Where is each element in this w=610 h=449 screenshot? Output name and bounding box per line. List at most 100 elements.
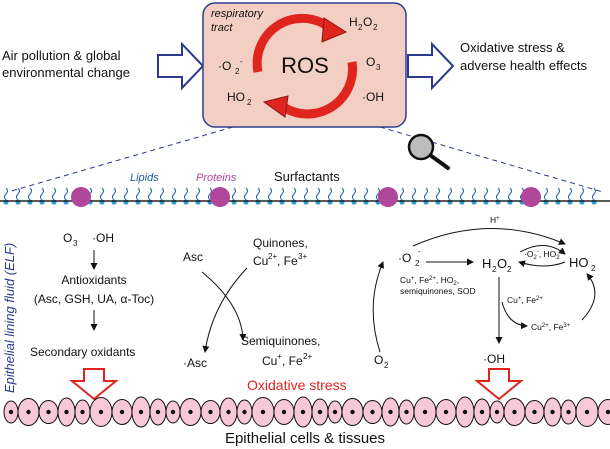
svg-text:O: O <box>63 231 72 245</box>
lipid-head <box>399 199 405 205</box>
cell-nucleus <box>170 409 176 415</box>
lipid-head <box>363 199 369 205</box>
lipid-tail <box>16 187 20 201</box>
lipid-tail <box>556 187 560 201</box>
lipid-tail <box>352 187 356 201</box>
cell-nucleus <box>422 409 428 415</box>
o2-ho2-label: ·O2-, HO2 <box>524 249 560 261</box>
cell-nucleus <box>155 409 161 415</box>
svg-text:Cu2+, Fe3+: Cu2+, Fe3+ <box>531 322 571 332</box>
respiratory-tract-label: respiratory tract <box>211 8 264 34</box>
lipid-tail <box>172 187 176 201</box>
svg-text:2: 2 <box>591 264 596 273</box>
ros-label: ROS <box>281 53 329 78</box>
svg-text:semiquinones, SOD: semiquinones, SOD <box>400 286 476 296</box>
svg-text:2+: 2+ <box>268 252 277 261</box>
lipid-tail <box>580 187 584 201</box>
lipid-head <box>267 199 273 205</box>
cell-nucleus <box>46 409 51 415</box>
zoom-line-left <box>7 126 234 193</box>
left-red-arrow <box>69 368 119 401</box>
elf-side-label: Epithelial lining fluid (ELF) <box>2 243 17 393</box>
lipid-tail <box>40 187 44 201</box>
metal-cycle-arrow <box>581 273 596 321</box>
cu-fe-oxidized-label: Cu2+, Fe3+ <box>531 322 571 332</box>
lipid-head <box>591 199 597 205</box>
lipid-tail <box>64 187 68 201</box>
cell-nucleus <box>188 409 193 415</box>
svg-text:, Fe: , Fe <box>282 354 303 368</box>
cell-nucleus <box>370 409 375 415</box>
lipid-head <box>255 199 261 205</box>
lipid-tail <box>544 187 548 201</box>
lipid-head <box>555 199 561 205</box>
lipid-head <box>495 199 501 205</box>
lipid-tail <box>100 187 104 201</box>
lipid-tail <box>592 187 596 201</box>
cell-nucleus <box>584 409 590 415</box>
lipid-tail <box>376 187 380 201</box>
lipid-head <box>567 199 573 205</box>
svg-text:environmental change: environmental change <box>2 65 130 80</box>
svg-text:H: H <box>482 256 491 271</box>
svg-text:Semiquinones,: Semiquinones, <box>241 334 320 348</box>
cell-nucleus <box>317 409 323 415</box>
lipid-tail <box>448 187 452 201</box>
lipid-tail <box>484 187 488 201</box>
output-arrow <box>407 41 455 91</box>
lipid-head <box>99 199 105 205</box>
lipid-tail <box>256 187 260 201</box>
svg-text:2: 2 <box>358 23 363 32</box>
lipid-head <box>231 199 237 205</box>
svg-text:O: O <box>374 353 383 367</box>
species-oh: ·OH <box>362 90 384 104</box>
h-plus-label: H+ <box>490 215 500 225</box>
lipid-tail <box>232 187 236 201</box>
lipid-head <box>27 199 33 205</box>
lipid-tail <box>568 187 572 201</box>
lipid-tail <box>196 187 200 201</box>
cell-nucleus <box>119 409 125 415</box>
epithelial-label: Epithelial cells & tissues <box>225 430 385 447</box>
svg-text:·O2-, HO2: ·O2-, HO2 <box>524 249 560 261</box>
lipid-tail <box>52 187 56 201</box>
cell-nucleus <box>26 409 31 415</box>
secondary-oxidants-label: Secondary oxidants <box>30 345 135 359</box>
lipid-head <box>51 199 57 205</box>
cu-fe-reduced-label: Cu+, Fe2+ <box>507 295 543 305</box>
lipid-tail <box>460 187 464 201</box>
svg-text:Cu+, Fe2+, HO2,: Cu+, Fe2+, HO2, <box>400 275 459 287</box>
cell-nucleus <box>532 409 537 415</box>
hydroxyl-label: ·OH <box>483 352 505 366</box>
cell-nucleus <box>64 409 69 415</box>
lipid-head <box>315 199 321 205</box>
lipid-head <box>243 199 249 205</box>
lipid-tail <box>268 187 272 201</box>
lipid-head <box>459 199 465 205</box>
lipid-layer <box>3 187 597 205</box>
svg-text:Cu: Cu <box>262 354 277 368</box>
lipid-tail <box>208 187 212 201</box>
lipid-head <box>351 199 357 205</box>
cell-nucleus <box>443 409 449 415</box>
lipid-tail <box>292 187 296 201</box>
svg-text:O: O <box>497 256 507 271</box>
svg-text:-: - <box>418 247 421 256</box>
svg-text:2+: 2+ <box>303 352 312 361</box>
lipid-tail <box>136 187 140 201</box>
svg-text:+: + <box>277 352 282 361</box>
cell-nucleus <box>404 409 409 415</box>
cell-nucleus <box>8 409 14 415</box>
top-right-text: Oxidative stress & adverse health effect… <box>460 40 587 73</box>
lipid-head <box>411 199 417 205</box>
lipid-tail <box>4 187 8 201</box>
svg-text:·O: ·O <box>398 251 411 265</box>
lipid-tail <box>28 187 32 201</box>
proteins-label: Proteins <box>196 172 237 184</box>
svg-text:2: 2 <box>373 23 378 32</box>
lipid-tail <box>412 187 416 201</box>
lipid-head <box>339 199 345 205</box>
